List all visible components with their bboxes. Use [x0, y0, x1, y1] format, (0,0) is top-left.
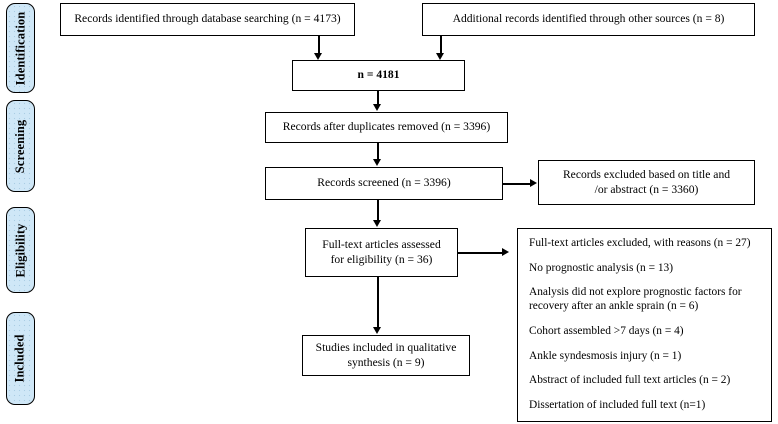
exclusion-reason-4: Cohort assembled >7 days (n = 4) — [529, 324, 684, 337]
box-other-sources: Additional records identified through ot… — [422, 3, 755, 36]
arrowhead-fulltext-to-exclusions — [502, 248, 509, 256]
box-records-screened: Records screened (n = 3396) — [265, 167, 503, 200]
exclusion-reason-7: Dissertation of included full text (n=1) — [529, 399, 706, 412]
connector-duplicates-to-screened — [377, 143, 379, 160]
connector-screened-to-fulltext — [377, 200, 379, 220]
box-fulltext-assessed: Full-text articles assessed for eligibil… — [305, 228, 458, 277]
box-database-search: Records identified through database sear… — [60, 3, 355, 36]
stage-pill-identification: Identification — [6, 3, 35, 93]
excluded-line-2: /or abstract (n = 3360) — [594, 182, 699, 196]
box-records-excluded: Records excluded based on title and /or … — [538, 160, 755, 205]
connector-total-to-duplicates — [377, 91, 379, 105]
stage-label-identification: Identification — [13, 11, 27, 85]
connector-fulltext-to-included — [377, 277, 379, 328]
connector-database-to-total — [318, 36, 320, 54]
exclusion-reason-1: Full-text articles excluded, with reason… — [529, 237, 751, 249]
studies-included-line-1: Studies included in qualitative — [315, 340, 457, 354]
stage-pill-eligibility: Eligibility — [6, 207, 35, 293]
arrowhead-other-to-total — [436, 53, 444, 60]
stage-label-eligibility: Eligibility — [13, 223, 28, 277]
exclusion-reason-2: No prognostic analysis (n = 13) — [529, 261, 674, 274]
arrowhead-fulltext-to-included — [373, 327, 381, 334]
studies-included-line-2: synthesis (n = 9) — [347, 355, 425, 369]
stage-pill-included: Included — [6, 312, 35, 405]
exclusion-reason-5: Ankle syndesmosis injury (n = 1) — [529, 349, 682, 362]
connector-screened-to-excluded — [503, 183, 531, 185]
arrowhead-total-to-duplicates — [373, 104, 381, 111]
fulltext-line-2: for eligibility (n = 36) — [330, 252, 433, 266]
box-studies-included: Studies included in qualitative synthesi… — [302, 335, 470, 376]
arrowhead-database-to-total — [314, 53, 322, 60]
stage-label-included: Included — [13, 334, 28, 383]
arrowhead-screened-to-fulltext — [373, 220, 381, 227]
box-exclusion-reasons: Full-text articles excluded, with reason… — [517, 228, 772, 422]
connector-other-to-total — [440, 36, 442, 54]
exclusion-reason-3: Analysis did not explore prognostic fact… — [529, 286, 742, 313]
fulltext-line-1: Full-text articles assessed — [322, 237, 441, 251]
connector-fulltext-to-exclusions — [458, 252, 503, 254]
arrowhead-screened-to-excluded — [530, 179, 537, 187]
exclusion-reason-6: Abstract of included full text articles … — [529, 374, 731, 387]
box-total-records: n = 4181 — [292, 60, 465, 91]
arrowhead-duplicates-to-screened — [373, 159, 381, 166]
excluded-line-1: Records excluded based on title and — [562, 167, 731, 181]
box-after-duplicates: Records after duplicates removed (n = 33… — [265, 112, 508, 143]
stage-pill-screening: Screening — [6, 100, 35, 192]
stage-label-screening: Screening — [13, 119, 28, 173]
